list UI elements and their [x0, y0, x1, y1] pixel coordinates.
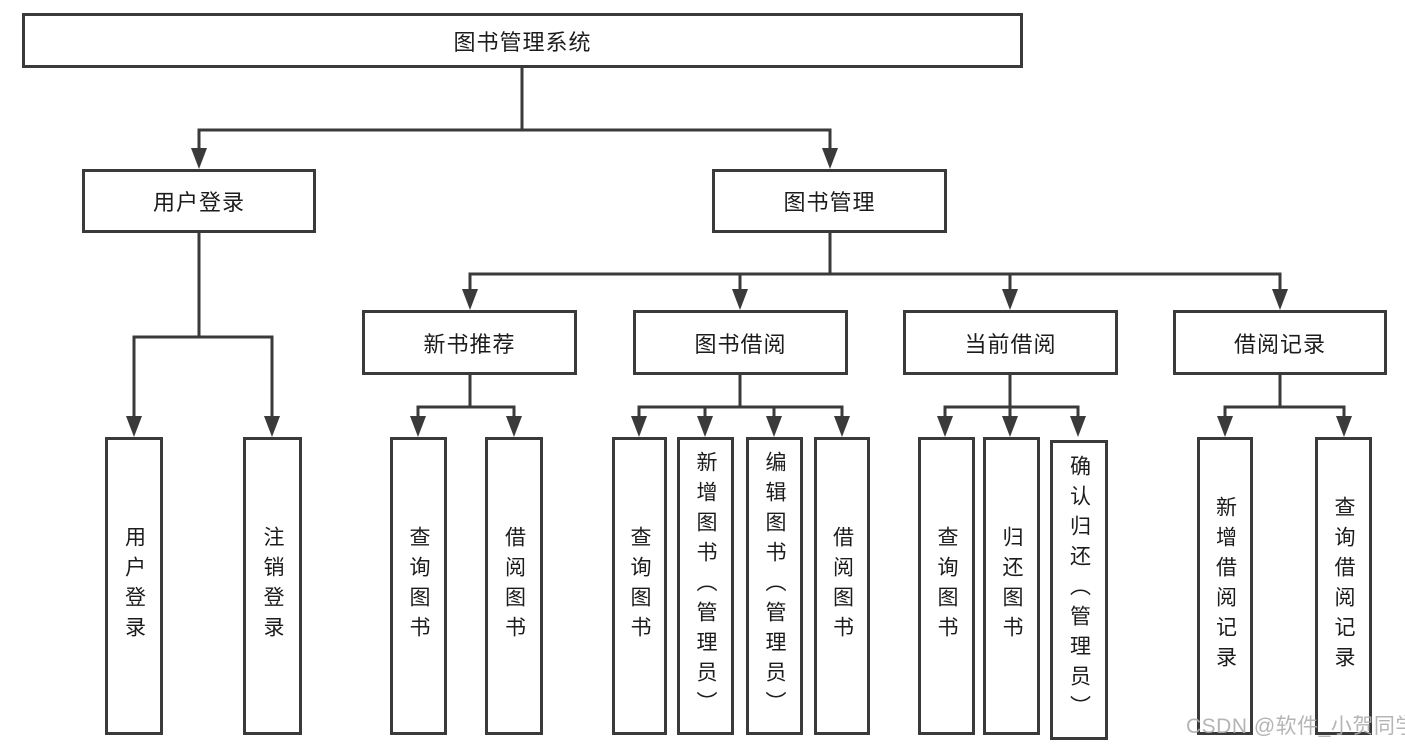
leaf-logout: 注销登录 — [243, 437, 302, 735]
leaf-cb-confirm-return-admin-label: 确认归还（管理员） — [1067, 455, 1091, 725]
node-user-login: 用户登录 — [82, 169, 316, 233]
leaf-cb-query-books: 查询图书 — [918, 437, 975, 735]
leaf-bb-edit-books-admin: 编辑图书（管理员） — [746, 437, 803, 735]
leaf-rec-borrow-books-label: 借阅图书 — [502, 526, 526, 646]
leaf-bb-query-books: 查询图书 — [612, 437, 667, 735]
arrowhead — [1217, 416, 1233, 437]
leaf-bb-borrow-books: 借阅图书 — [814, 437, 870, 735]
arrowhead — [410, 416, 426, 437]
node-root-label: 图书管理系统 — [453, 29, 592, 55]
connector-book-borrowing-children — [637, 375, 844, 420]
leaf-br-query-record: 查询借阅记录 — [1315, 437, 1372, 735]
arrowhead — [1336, 416, 1352, 437]
node-book-borrowing-label: 图书借阅 — [694, 331, 787, 357]
leaf-user-login: 用户登录 — [105, 437, 163, 735]
arrowhead — [191, 148, 207, 169]
leaf-logout-label: 注销登录 — [261, 526, 284, 646]
connector-current-borrowing-children — [943, 375, 1080, 420]
connector-root-to-level2 — [197, 68, 832, 151]
arrowhead — [1002, 289, 1018, 310]
arrowhead — [264, 416, 280, 437]
leaf-bb-add-books-admin: 新增图书（管理员） — [677, 437, 734, 735]
connector-new-book-recommend-children — [416, 375, 516, 420]
leaf-cb-query-books-label: 查询图书 — [935, 526, 958, 646]
connector-book-management-children — [468, 233, 1282, 292]
watermark: CSDN @软件_小贺同学 — [1186, 715, 1405, 738]
node-borrowing-records-label: 借阅记录 — [1233, 331, 1326, 357]
leaf-rec-query-books: 查询图书 — [390, 437, 447, 735]
node-book-management: 图书管理 — [712, 169, 947, 233]
node-new-book-recommend-label: 新书推荐 — [423, 331, 516, 357]
node-new-book-recommend: 新书推荐 — [362, 310, 577, 375]
node-book-management-label: 图书管理 — [783, 190, 876, 215]
leaf-bb-add-books-admin-label: 新增图书（管理员） — [694, 451, 717, 721]
arrowhead — [834, 416, 850, 437]
node-borrowing-records: 借阅记录 — [1173, 310, 1387, 375]
node-book-borrowing: 图书借阅 — [633, 310, 848, 375]
arrowhead — [732, 289, 748, 310]
leaf-cb-return-books: 归还图书 — [983, 437, 1040, 735]
leaf-user-login-label: 用户登录 — [122, 526, 146, 646]
leaf-cb-confirm-return-admin: 确认归还（管理员） — [1050, 440, 1108, 740]
leaf-rec-query-books-label: 查询图书 — [407, 526, 430, 646]
leaf-bb-edit-books-admin-label: 编辑图书（管理员） — [763, 451, 786, 721]
arrowhead — [766, 416, 782, 437]
arrowhead — [462, 289, 478, 310]
arrowhead — [822, 148, 838, 169]
leaf-bb-borrow-books-label: 借阅图书 — [830, 526, 854, 646]
leaf-br-add-record: 新增借阅记录 — [1197, 437, 1253, 735]
arrowhead — [1272, 289, 1288, 310]
arrowhead — [697, 416, 713, 437]
leaf-cb-return-books-label: 归还图书 — [1000, 526, 1023, 646]
leaf-rec-borrow-books: 借阅图书 — [485, 437, 543, 735]
arrowhead — [631, 416, 647, 437]
node-root: 图书管理系统 — [22, 13, 1023, 68]
node-user-login-label: 用户登录 — [152, 190, 245, 215]
arrowhead — [1002, 416, 1018, 437]
node-current-borrowing: 当前借阅 — [903, 310, 1118, 375]
connector-user-login-children — [132, 233, 274, 420]
arrowhead — [126, 416, 142, 437]
connector-borrowing-records-children — [1223, 375, 1346, 420]
leaf-br-query-record-label: 查询借阅记录 — [1332, 496, 1355, 676]
arrowhead — [506, 416, 522, 437]
arrowhead — [1070, 416, 1086, 437]
leaf-br-add-record-label: 新增借阅记录 — [1213, 496, 1237, 676]
arrowhead — [937, 416, 953, 437]
node-current-borrowing-label: 当前借阅 — [964, 331, 1057, 357]
leaf-bb-query-books-label: 查询图书 — [628, 526, 651, 646]
